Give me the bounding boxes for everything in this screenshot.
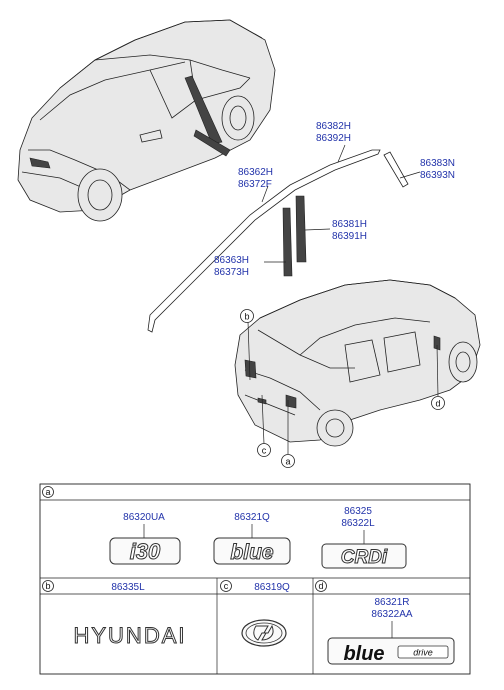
part-number-label: 86363H xyxy=(214,255,249,266)
callout-c: c xyxy=(257,443,271,457)
panel-b: b 86335L HYUNDAI xyxy=(42,580,186,649)
svg-text:a: a xyxy=(45,487,50,497)
panel-d: d 86321R 86322AA blue drive xyxy=(315,580,455,665)
diagram-callouts: b c a d xyxy=(240,309,445,468)
hyundai-lettering-emblem: HYUNDAI xyxy=(73,623,186,648)
panel-a: a 86320UA i30 86321Q blue 86325 86322L C… xyxy=(42,486,407,569)
svg-text:i30: i30 xyxy=(130,539,161,564)
callout-d: d xyxy=(431,396,445,410)
part-number-label: 86335L xyxy=(111,582,145,593)
part-number-label: 86362H xyxy=(238,167,273,178)
rear-car-illustration xyxy=(234,279,481,447)
part-number-label: 86373H xyxy=(214,267,249,278)
trim-pieces xyxy=(147,149,409,333)
front-pillar-tape xyxy=(295,195,307,263)
part-number-label: 86391H xyxy=(332,231,367,242)
part-number-label: 86321R xyxy=(374,597,409,608)
rear-pillar-tape xyxy=(282,207,293,277)
crdi-emblem xyxy=(321,543,407,569)
hyundai-logo-emblem xyxy=(241,619,287,647)
svg-text:b: b xyxy=(244,312,249,322)
svg-text:a: a xyxy=(285,457,290,467)
part-number-label: 86383N xyxy=(420,158,455,169)
i30-emblem xyxy=(109,537,181,565)
rear-roof-trim xyxy=(383,151,409,188)
svg-text:c: c xyxy=(262,446,267,456)
part-number-label: 86372F xyxy=(238,179,272,190)
svg-text:blue: blue xyxy=(230,541,273,564)
callout-b: b xyxy=(240,309,254,323)
part-number-label: 86393N xyxy=(420,170,455,181)
drip-molding-strip xyxy=(147,149,381,333)
part-number-label: 86319Q xyxy=(254,582,290,593)
emblem-table: a 86320UA i30 86321Q blue 86325 86322L C… xyxy=(39,483,471,675)
panel-c: c 86319Q xyxy=(220,580,290,647)
svg-text:d: d xyxy=(318,581,323,591)
blue-drive-emblem: blue drive xyxy=(327,637,455,665)
part-number-label: 86382H xyxy=(316,121,351,132)
svg-text:drive: drive xyxy=(413,648,433,658)
part-number-label: 86320UA xyxy=(123,512,165,523)
part-number-label: 86322L xyxy=(341,518,375,529)
leader-lines xyxy=(247,144,439,454)
part-number-label: 86325 xyxy=(344,506,372,517)
svg-text:CRDi: CRDi xyxy=(341,547,388,568)
svg-text:d: d xyxy=(435,399,440,409)
part-number-label: 86392H xyxy=(316,133,351,144)
callout-a: a xyxy=(281,454,295,468)
svg-text:blue: blue xyxy=(343,643,384,665)
part-number-label: 86381H xyxy=(332,219,367,230)
svg-text:b: b xyxy=(45,581,50,591)
part-number-label: 86322AA xyxy=(371,609,412,620)
svg-text:c: c xyxy=(224,581,229,591)
part-labels: 86382H 86392H 86383N 86393N 86362H 86372… xyxy=(214,121,455,278)
blue-emblem xyxy=(213,537,291,565)
part-number-label: 86321Q xyxy=(234,512,270,523)
front-car-illustration xyxy=(17,19,276,222)
